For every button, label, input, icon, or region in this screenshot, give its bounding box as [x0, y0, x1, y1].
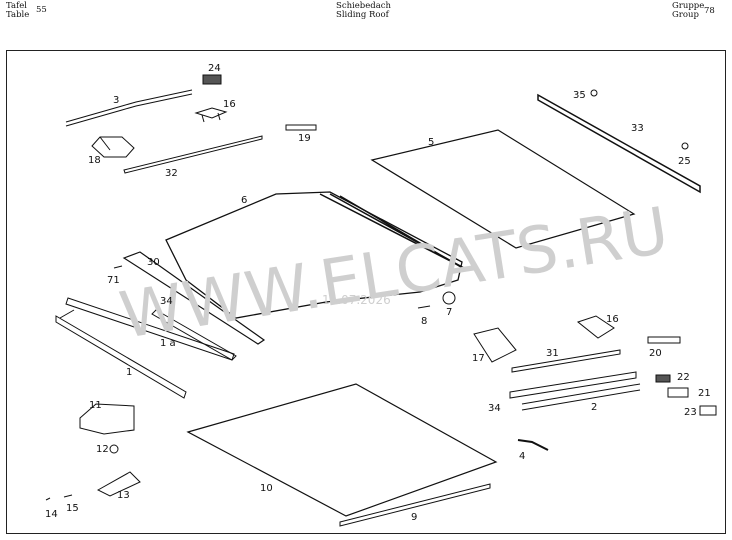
part-24-shape: [202, 74, 222, 85]
part-23-shape: [699, 405, 717, 416]
part-label-2: 2: [591, 402, 597, 413]
part-label-16-top: 16: [223, 99, 236, 110]
part-16a-shape: [194, 107, 228, 123]
part-12-shape: [109, 444, 119, 454]
part-16b-shape: [576, 315, 615, 339]
part-32-shape: [123, 135, 263, 174]
group-label: Gruppe Group: [672, 1, 705, 20]
part-label-12: 12: [96, 444, 109, 455]
part-5-shape: [370, 129, 636, 249]
part-18-shape: [91, 136, 135, 158]
part-30-shape: [122, 251, 266, 345]
part-label-33: 33: [631, 123, 644, 134]
part-label-1a: 1 a: [160, 338, 176, 349]
part-15-shape: [63, 494, 73, 498]
part-13-shape: [96, 471, 141, 497]
diagram-frame: [6, 50, 726, 534]
page-title: Schiebedach Sliding Roof: [336, 1, 392, 20]
table-label: Tafel Table: [6, 1, 30, 20]
part-label-1: 1: [126, 367, 132, 378]
part-34b-shape: [509, 371, 637, 399]
part-1-shape: [55, 309, 187, 399]
part-6-shape: [165, 191, 463, 319]
part-label-5: 5: [428, 137, 434, 148]
watermark-site: WWW.ELCATS.RU: [115, 194, 674, 354]
part-10-shape: [186, 383, 498, 517]
part-20-shape: [647, 336, 681, 344]
part-label-34-left: 34: [160, 296, 173, 307]
part-label-4: 4: [519, 451, 525, 462]
part-9-shape: [339, 483, 491, 527]
part-label-6: 6: [241, 195, 247, 206]
part-label-14: 14: [45, 509, 58, 520]
part-label-8: 8: [421, 316, 427, 327]
part-35-shape: [590, 89, 598, 97]
part-label-22: 22: [677, 372, 690, 383]
part-label-13: 13: [117, 490, 130, 501]
part-19-shape: [285, 124, 317, 131]
part-label-23: 23: [684, 407, 697, 418]
part-label-15: 15: [66, 503, 79, 514]
part-label-18: 18: [88, 155, 101, 166]
part-8-shape: [417, 305, 431, 309]
part-label-34-right: 34: [488, 403, 501, 414]
part-2-shape: [521, 383, 641, 411]
watermark-date: 14.07.2026: [322, 293, 391, 307]
part-14-shape: [45, 497, 51, 501]
part-label-25: 25: [678, 156, 691, 167]
part-22-shape: [655, 374, 671, 383]
part-11-shape: [79, 403, 135, 435]
part-label-11: 11: [89, 400, 102, 411]
part-label-17: 17: [472, 353, 485, 364]
part-7-shape: [442, 291, 456, 305]
part-17-shape: [473, 327, 517, 363]
part-label-32: 32: [165, 168, 178, 179]
part-4-shape: [517, 439, 549, 451]
part-21-shape: [667, 387, 689, 398]
part-label-10: 10: [260, 483, 273, 494]
part-label-30: 30: [147, 257, 160, 268]
part-label-71: 71: [107, 275, 120, 286]
part-25-shape: [681, 142, 689, 150]
part-label-19: 19: [298, 133, 311, 144]
table-number: 55: [36, 5, 47, 15]
part-label-7: 7: [446, 307, 452, 318]
part-34a-shape: [151, 309, 237, 361]
part-label-16-right: 16: [606, 314, 619, 325]
part-label-31: 31: [546, 348, 559, 359]
part-label-20: 20: [649, 348, 662, 359]
part-label-24: 24: [208, 63, 221, 74]
part-label-9: 9: [411, 512, 417, 523]
part-33-shape: [537, 93, 701, 194]
part-3-shape: [65, 89, 193, 127]
part-label-3: 3: [113, 95, 119, 106]
part-71-shape: [113, 265, 123, 269]
part-label-21: 21: [698, 388, 711, 399]
part-31-shape: [511, 349, 621, 373]
part-label-35: 35: [573, 90, 586, 101]
group-number: 78: [704, 6, 715, 16]
